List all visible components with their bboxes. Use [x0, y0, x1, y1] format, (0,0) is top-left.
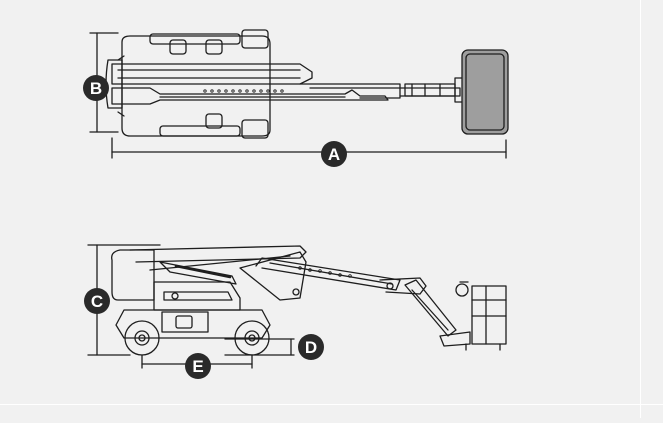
side-turntable-step — [163, 291, 233, 301]
lower-boom-link — [149, 255, 291, 271]
side-battery-detail — [175, 315, 193, 329]
side-counterweight — [111, 249, 155, 301]
turntable-upper — [111, 63, 313, 85]
boom-head-pivot — [386, 282, 394, 290]
side-chassis — [115, 309, 271, 339]
boom-base — [111, 87, 389, 105]
wheel-front-bottom — [241, 119, 269, 139]
boom-upper — [299, 83, 401, 99]
platform-rail-top — [465, 53, 505, 131]
hub-2 — [205, 39, 223, 55]
badge-c-label: C — [91, 292, 103, 311]
side-view — [87, 244, 507, 369]
rear-hub — [134, 330, 150, 346]
wheel-rear-top — [149, 33, 241, 45]
rear-wheel — [124, 320, 160, 356]
badge-e-label: E — [192, 357, 203, 376]
hub-3 — [205, 113, 223, 129]
wheel-rear-bottom — [159, 125, 241, 137]
upper-boom-holes — [298, 266, 352, 278]
boom-head — [379, 277, 427, 295]
riser-link — [239, 251, 307, 301]
bottom-margin-line — [0, 404, 663, 405]
side-turntable — [153, 281, 241, 311]
jib — [404, 279, 457, 337]
side-battery-box — [161, 311, 209, 333]
front-hub-center — [248, 334, 256, 342]
platform-top — [461, 49, 509, 135]
badge-a: A — [321, 141, 347, 167]
chassis-outline — [121, 35, 271, 137]
lower-boom-top — [129, 245, 307, 263]
badge-b-label: B — [90, 79, 102, 98]
badge-c: C — [84, 288, 110, 314]
jib-bracket — [439, 331, 471, 347]
wheel-front-top — [241, 29, 269, 49]
boom-holes — [203, 89, 284, 93]
badge-d-label: D — [305, 338, 317, 357]
upper-boom — [255, 257, 401, 291]
rear-hub-center — [138, 334, 146, 342]
platform-side — [471, 285, 507, 345]
jib-arm — [309, 87, 461, 97]
platform-control-box — [455, 283, 469, 297]
badge-b: B — [83, 75, 109, 101]
riser-pivot — [292, 288, 300, 296]
badge-e: E — [185, 353, 211, 379]
right-margin-line — [640, 0, 641, 418]
badge-a-label: A — [328, 145, 340, 164]
hub-1 — [169, 39, 187, 55]
front-hub — [244, 330, 260, 346]
top-view — [89, 29, 509, 159]
jib-rail — [411, 289, 449, 331]
chassis-edge — [117, 55, 125, 117]
lift-cylinder-rod — [174, 264, 232, 279]
front-wheel — [234, 320, 270, 356]
badge-d: D — [298, 334, 324, 360]
turntable-pivot — [171, 292, 179, 300]
